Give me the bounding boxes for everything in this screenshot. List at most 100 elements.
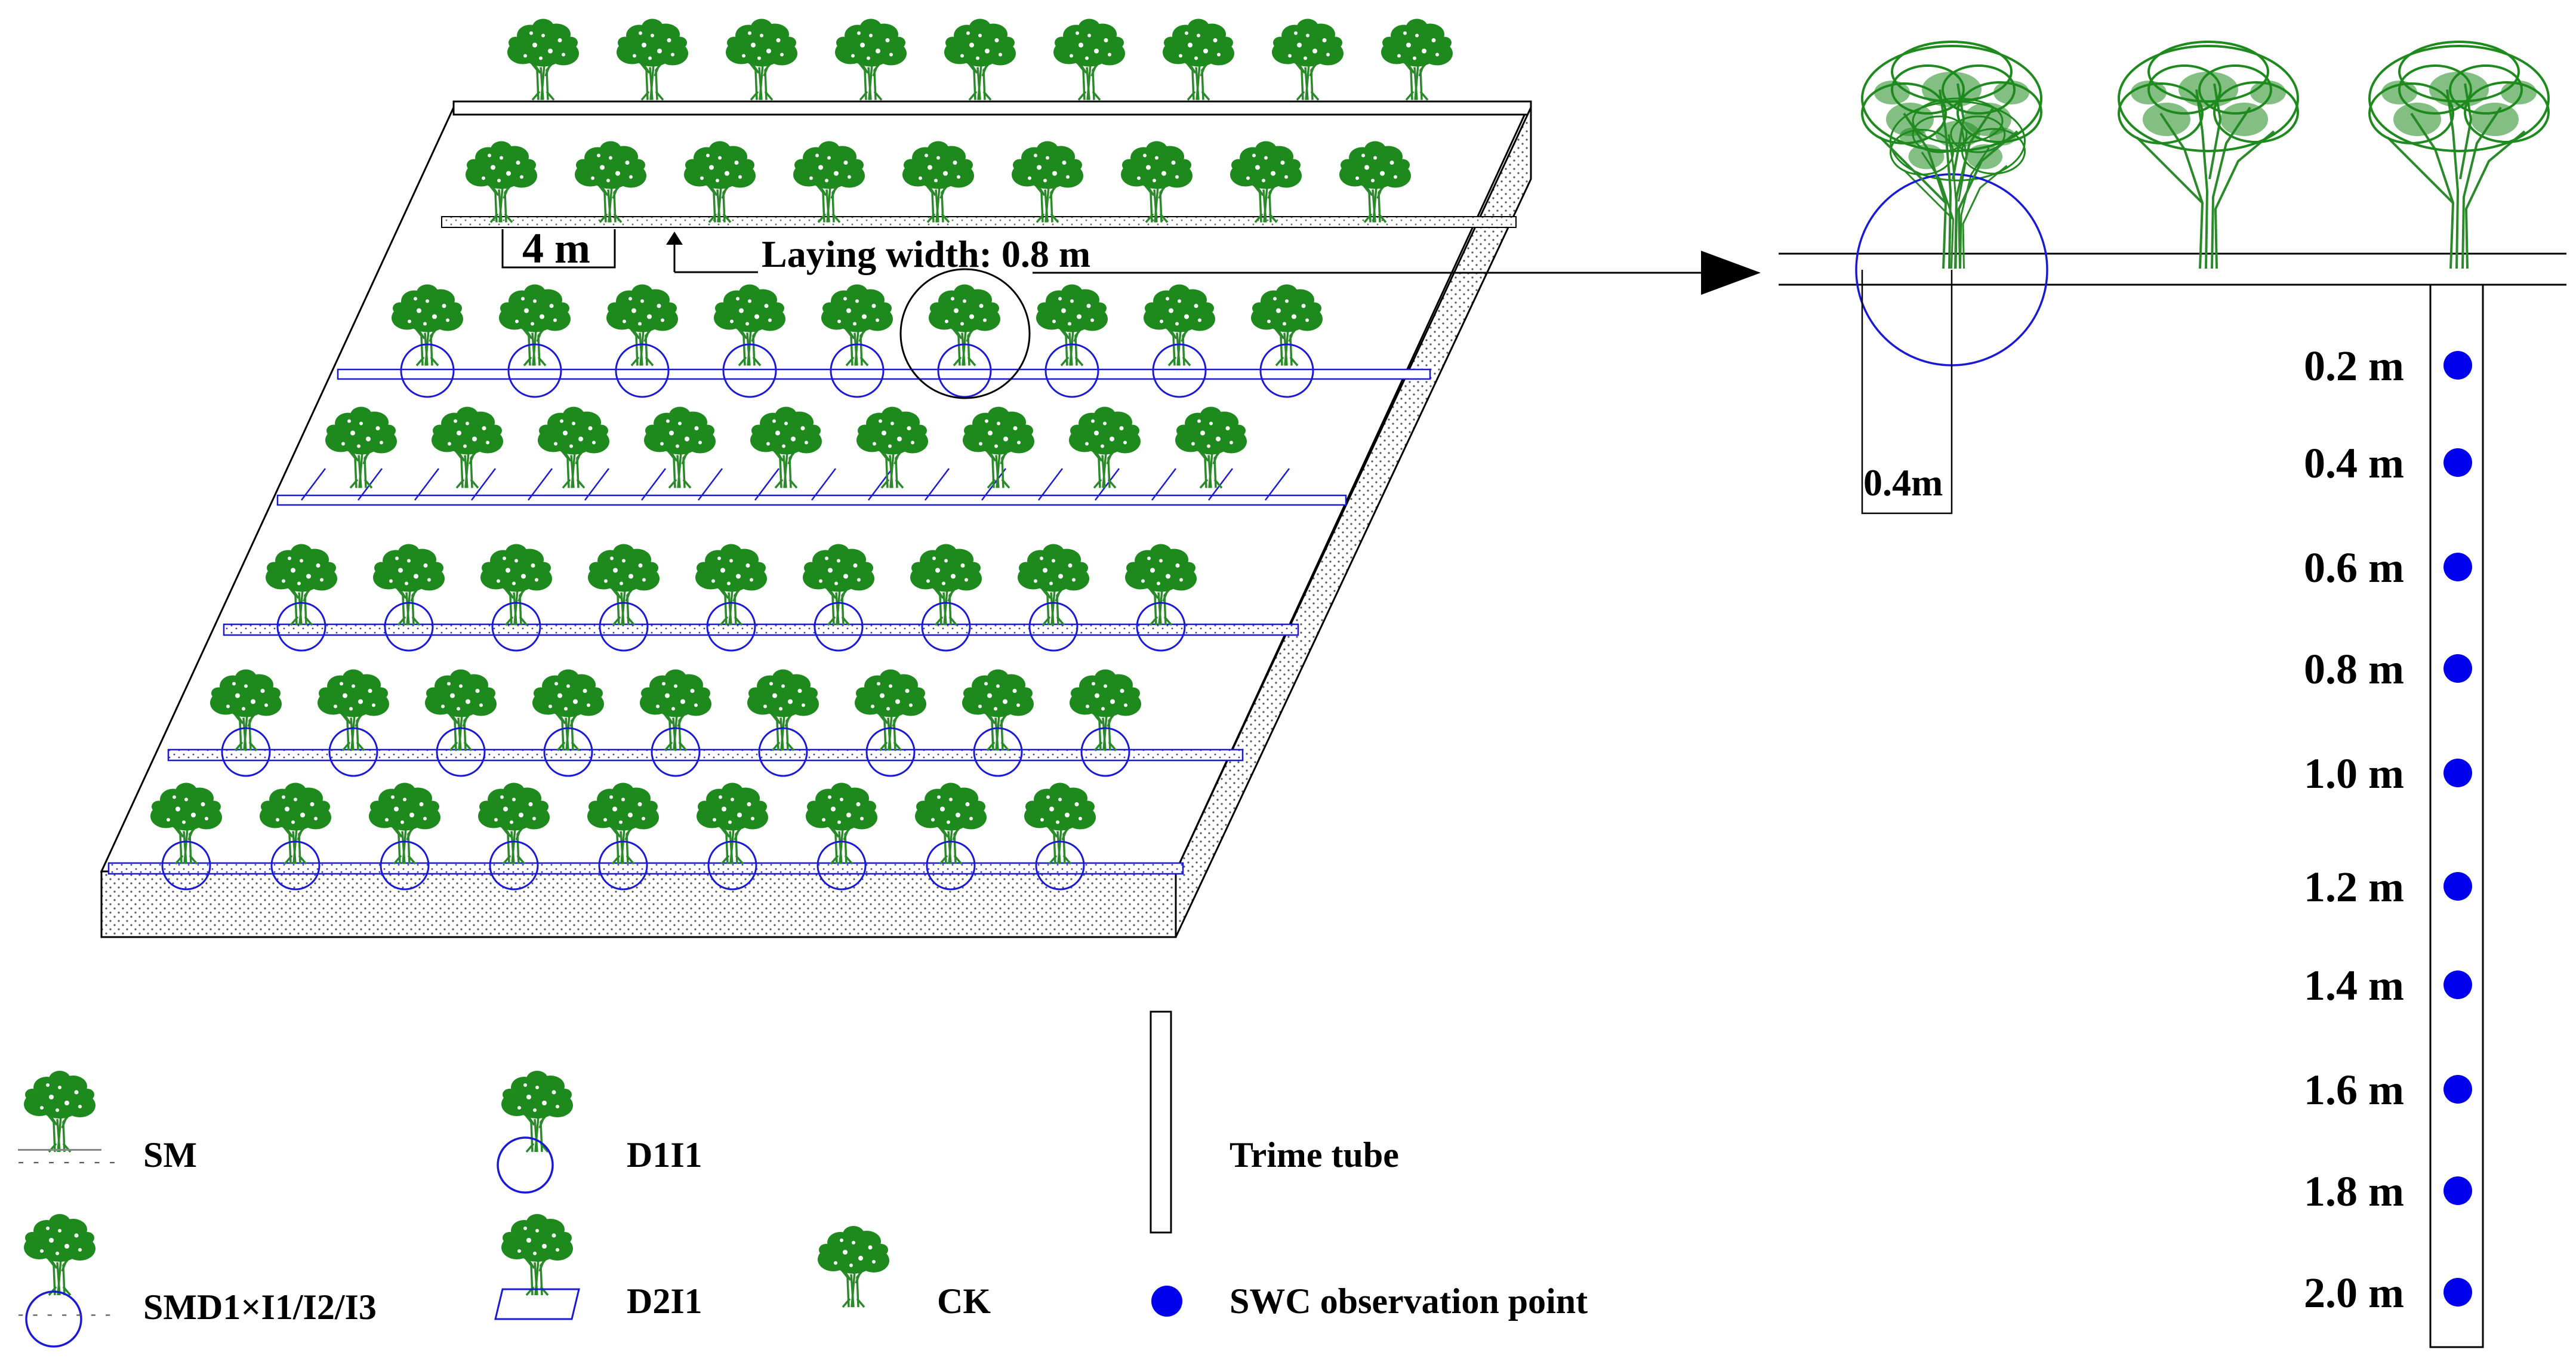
tree-row xyxy=(223,544,1299,652)
tree-icon xyxy=(726,19,797,100)
large-tree-icon xyxy=(2368,41,2550,270)
swc-observation-point xyxy=(2443,872,2472,901)
wetting-circle xyxy=(380,840,430,891)
wetting-circle xyxy=(865,727,916,777)
swc-observation-point xyxy=(2443,970,2472,999)
wetting-circle xyxy=(489,840,539,891)
zoom-callout xyxy=(899,251,1761,399)
wetting-circle xyxy=(276,602,326,652)
depth-label: 0.8 m xyxy=(2304,645,2404,693)
tree-icon xyxy=(1053,19,1125,100)
zoomed-section: 0.4m 0.2 m0.4 m0.6 m0.8 m1.0 m1.2 m1.4 m… xyxy=(1779,41,2566,1348)
wetting-circle xyxy=(973,727,1023,777)
observation-point-icon xyxy=(1151,1286,1182,1317)
depth-label: 1.2 m xyxy=(2304,863,2404,911)
laying-width-annotation: Laying width: 0.8 m xyxy=(666,232,1090,275)
tree-row xyxy=(167,670,1244,777)
legend-label-swc: SWC observation point xyxy=(1230,1281,1588,1321)
swc-observation-point xyxy=(2443,1176,2472,1205)
tree-row xyxy=(441,141,1517,228)
svg-text:- - - - - - -: - - - - - - - xyxy=(18,1305,113,1323)
swc-observation-point xyxy=(2443,448,2472,477)
swc-observation-point xyxy=(2443,351,2472,380)
legend-item-swc: SWC observation point xyxy=(1151,1281,1588,1321)
tree-rows xyxy=(107,19,1517,891)
wetting-circle xyxy=(707,840,757,891)
legend-label-d2i1: D2I1 xyxy=(627,1281,702,1321)
swc-observation-point xyxy=(2443,553,2472,581)
wetting-circle xyxy=(706,602,756,652)
legend-item-sm: - - - - - - - SM xyxy=(18,1070,197,1175)
depth-label: 0.2 m xyxy=(2304,342,2404,390)
wetting-circle xyxy=(937,343,992,398)
wetting-circle xyxy=(1044,343,1099,398)
wetting-circle xyxy=(615,343,670,398)
wetting-circle xyxy=(816,840,867,891)
radius-annotation: 0.4m xyxy=(1861,270,1953,514)
large-tree-icon xyxy=(2118,41,2299,270)
tree-row xyxy=(276,407,1347,506)
arrow-head-icon xyxy=(1701,251,1761,295)
tree-icon xyxy=(507,19,579,100)
swc-observation-point xyxy=(2443,654,2472,683)
tree-icon xyxy=(1163,19,1234,100)
wetting-circle xyxy=(1028,602,1079,652)
legend-label-ck: CK xyxy=(937,1281,991,1321)
spacing-label: 4 m xyxy=(522,224,590,272)
depth-label: 1.8 m xyxy=(2304,1167,2404,1215)
wetting-circle xyxy=(436,727,486,777)
depth-label: 1.6 m xyxy=(2304,1066,2404,1114)
tree-icon xyxy=(1381,19,1453,100)
wetting-circle xyxy=(1152,343,1207,398)
legend-label-trime: Trime tube xyxy=(1230,1135,1399,1175)
legend: - - - - - - - SM D1I1 Trime tube - - - -… xyxy=(18,1010,1588,1348)
swc-observation-point xyxy=(2443,1075,2472,1104)
wetting-circle xyxy=(722,343,777,398)
depth-observation-points: 0.2 m0.4 m0.6 m0.8 m1.0 m1.2 m1.4 m1.6 m… xyxy=(2304,342,2472,1317)
tree-icon xyxy=(835,19,907,100)
legend-label-sm: SM xyxy=(143,1135,197,1175)
tree-icon xyxy=(617,19,688,100)
wetting-circle xyxy=(599,602,649,652)
wetting-circle xyxy=(926,840,976,891)
wetting-circle xyxy=(543,727,593,777)
legend-item-d1i1: D1I1 xyxy=(497,1070,702,1194)
swc-observation-point xyxy=(2443,1278,2472,1307)
depth-label: 1.0 m xyxy=(2304,750,2404,797)
tree-icon xyxy=(1272,19,1344,100)
wetting-circle xyxy=(491,602,541,652)
wetting-circle xyxy=(328,727,378,777)
wetting-circle xyxy=(814,602,864,652)
wetting-circle xyxy=(400,343,455,398)
legend-item-trime: Trime tube xyxy=(1150,1010,1399,1234)
wetting-circle xyxy=(270,840,321,891)
svg-text:- - - - - - -: - - - - - - - xyxy=(18,1151,118,1171)
wetting-circle xyxy=(507,343,562,398)
legend-label-d1i1: D1I1 xyxy=(627,1135,702,1175)
wetting-circle xyxy=(221,727,271,777)
legend-item-ck: CK xyxy=(816,1225,991,1321)
depth-label: 2.0 m xyxy=(2304,1269,2404,1317)
wetting-circle xyxy=(921,602,971,652)
depth-label: 0.4 m xyxy=(2304,439,2404,487)
wetting-circle xyxy=(758,727,808,777)
wetting-circle xyxy=(1259,343,1314,398)
wetting-circle xyxy=(598,840,648,891)
wetting-circle xyxy=(384,602,434,652)
wetting-circle xyxy=(830,343,885,398)
tree-row xyxy=(507,19,1453,100)
wetting-circle xyxy=(651,727,701,777)
depth-label: 0.6 m xyxy=(2304,544,2404,591)
swc-observation-point xyxy=(2443,759,2472,787)
spacing-annotation: 4 m xyxy=(501,224,616,272)
wetting-circle xyxy=(1035,840,1085,891)
wetting-circle xyxy=(1080,727,1130,777)
radius-label: 0.4m xyxy=(1863,461,1943,504)
tree-row xyxy=(337,285,1431,398)
legend-label-smd1: SMD1×I1/I2/I3 xyxy=(143,1287,377,1327)
legend-item-d2i1: D2I1 xyxy=(494,1213,702,1321)
legend-item-smd1: - - - - - - - SMD1×I1/I2/I3 xyxy=(18,1213,377,1348)
tree-icon xyxy=(944,19,1016,100)
